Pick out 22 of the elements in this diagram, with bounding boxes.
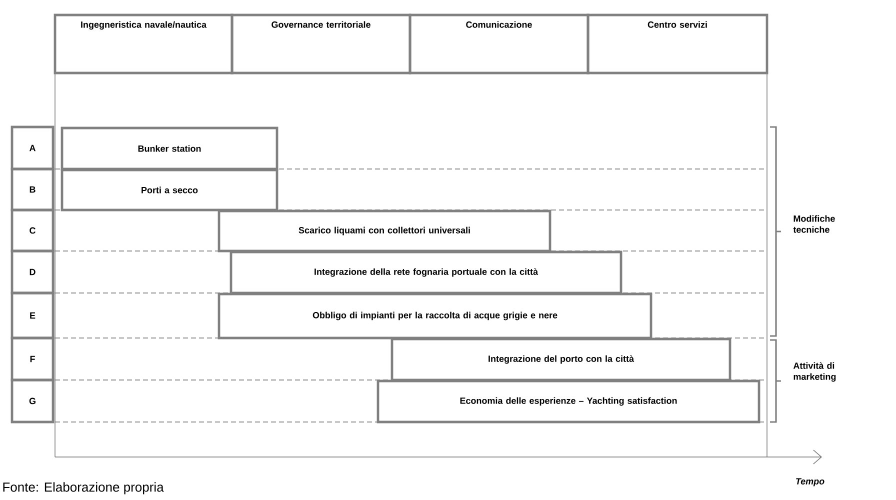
activity-bar: Scarico liquami con collettori universali (218, 210, 552, 252)
bracket-label: Attività di marketing (793, 362, 836, 382)
axis-label: Tempo (796, 478, 824, 486)
row-letter-box: G (10, 378, 54, 424)
row-letter-box: A (10, 126, 54, 170)
caption: Fonte: Elaborazione propria (3, 482, 164, 494)
activity-bar: Obbligo di impianti per la raccolta di acque grigie e nere (218, 292, 652, 340)
header-cell: Comunicazione (408, 14, 590, 74)
header-cell: Ingegneristica navale/nautica (54, 14, 234, 74)
row-letter-box: E (10, 292, 54, 340)
activity-bar: Integrazione della rete fognaria portuale con la città (230, 250, 622, 294)
row-letter-box: C (10, 208, 54, 252)
activity-bar: Bunker station (60, 126, 278, 170)
row-letter-box: F (10, 336, 54, 382)
activity-bar: Economia delle esperienze – Yachting satisfaction (376, 380, 760, 424)
activity-bar: Porti a secco (60, 168, 278, 212)
row-letter-box: B (10, 168, 54, 212)
header-cell: Centro servizi (586, 14, 768, 74)
row-letter-box: D (10, 250, 54, 294)
bracket-label: Modifiche tecniche (793, 215, 835, 233)
header-cell: Governance territoriale (230, 14, 412, 74)
activity-bar: Integrazione del porto con la città (390, 338, 732, 382)
